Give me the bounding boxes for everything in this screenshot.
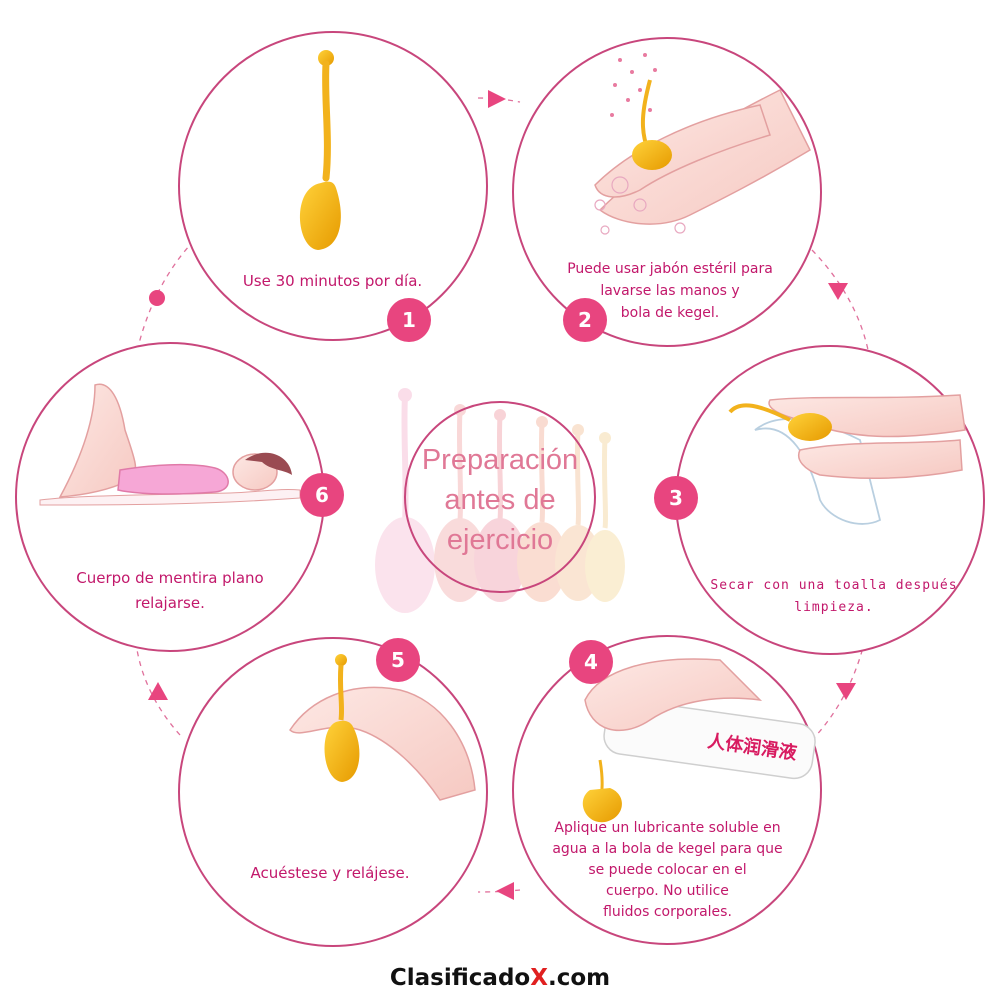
step-5-badge: 5 [376,638,420,682]
step-4-text-line: cuerpo. No utilice [606,883,729,899]
flow-arrows [148,90,856,900]
step-4-text-line: fluidos corporales. [603,904,732,920]
step-4-text-line: agua a la bola de kegel para que [552,841,783,857]
brand-x: X [530,965,548,991]
step-1-text-line: Use 30 minutos por día. [242,272,423,290]
step-1-text: Use 30 minutos por día. [200,270,465,292]
step-2-text: Puede usar jabón estéril para lavarse la… [535,258,805,324]
step-3-text: Secar con una toalla después limpieza. [698,575,970,619]
arrow-right-icon [488,90,506,108]
step-5-text-line: Acuéstese y relájese. [250,864,410,882]
center-title-line: antes de [444,484,556,516]
step-3-text-line: Secar con una toalla después [710,578,958,593]
step-5-text: Acuéstese y relájese. [200,862,460,884]
arrow-up-icon [148,682,168,700]
center-circle [404,401,596,593]
lubricant-bottle-icon [582,658,816,823]
step-1-badge: 1 [387,298,431,342]
step-3-badge: 3 [654,476,698,520]
hand-holding-ball-icon [289,654,476,801]
svg-text:3: 3 [669,486,683,510]
step-4-text-line: Aplique un lubricante soluble en [554,820,781,836]
kegel-ball-icon [299,50,341,250]
step-6-text: Cuerpo de mentira plano relajarse. [30,566,310,616]
washing-hands-icon [594,53,811,235]
start-dot-icon [149,290,165,306]
step-4-text: Aplique un lubricante soluble en agua a … [515,818,820,923]
step-6-text-line: Cuerpo de mentira plano [76,569,264,587]
step-2-text-line: Puede usar jabón estéril para [567,261,773,277]
center-title-line: Preparación [421,444,579,476]
arrow-left-icon [496,882,514,900]
step-6-badge: 6 [300,473,344,517]
svg-text:2: 2 [578,308,592,332]
woman-lying-icon [39,383,301,506]
center-title-line: ejercicio [446,524,554,556]
step-2-badge: 2 [563,298,607,342]
drying-towel-icon [728,394,966,525]
step-4-text-line: se puede colocar en el [588,862,747,878]
step-6-text-line: relajarse. [135,594,205,612]
svg-text:6: 6 [315,483,329,507]
step-badges: 1 2 3 4 5 6 [300,298,698,684]
svg-text:5: 5 [391,648,405,672]
brand-tail: .com [547,965,611,991]
step-4-badge: 4 [569,640,613,684]
brand-main: Clasificado [389,965,531,991]
svg-text:1: 1 [402,308,416,332]
step-2-text-line: bola de kegel. [620,305,720,321]
svg-text:4: 4 [584,650,598,674]
footer-brand: ClasificadoX.com [0,965,1000,991]
center-title: Preparación antes de ejercicio [405,440,595,560]
arrow-down-icon [836,683,856,700]
step-2-text-line: lavarse las manos y [600,283,740,299]
arrow-down-icon [828,283,848,300]
step-3-text-line: limpieza. [794,600,874,615]
